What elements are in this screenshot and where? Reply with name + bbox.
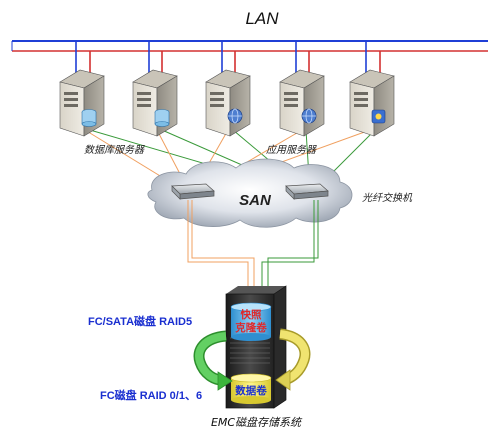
data-volume-label: 数据卷 bbox=[234, 384, 267, 397]
snapshot-clone-volume bbox=[230, 302, 272, 341]
database-icon bbox=[81, 109, 97, 127]
fc-sata-raid-label: FC/SATA磁盘 RAID5 bbox=[88, 314, 192, 328]
app-server-1 bbox=[205, 69, 251, 137]
san-cloud bbox=[147, 158, 353, 228]
fc-raid-label: FC磁盘 RAID 0/1、6 bbox=[100, 388, 202, 402]
database-icon bbox=[154, 109, 170, 127]
app-server-2 bbox=[279, 69, 325, 137]
lan-bus bbox=[11, 40, 488, 52]
app-server-3 bbox=[349, 69, 395, 137]
snapshot-label-line1: 快照 bbox=[240, 308, 262, 321]
globe-icon bbox=[227, 108, 243, 124]
db-server-1 bbox=[59, 69, 105, 137]
san-label: SAN bbox=[239, 192, 272, 209]
fc-switch-label: 光纤交换机 bbox=[362, 192, 413, 204]
app-icon bbox=[371, 109, 386, 124]
snapshot-label-line2: 克隆卷 bbox=[235, 321, 267, 334]
server-row bbox=[59, 69, 395, 137]
fc-switch-left bbox=[171, 183, 215, 200]
db-server-2 bbox=[132, 69, 178, 137]
lan-label: LAN bbox=[245, 9, 279, 28]
db-server-label: 数据库服务器 bbox=[84, 144, 145, 156]
fc-switch-right bbox=[285, 183, 329, 200]
globe-icon bbox=[301, 108, 317, 124]
data-volume bbox=[230, 373, 272, 404]
app-server-label: 应用服务器 bbox=[266, 144, 317, 156]
storage-links bbox=[187, 200, 319, 290]
storage-system-label: EMC磁盘存储系统 bbox=[211, 416, 303, 429]
green-rotation-arrow bbox=[193, 330, 233, 391]
yellow-rotation-arrow bbox=[275, 328, 311, 391]
